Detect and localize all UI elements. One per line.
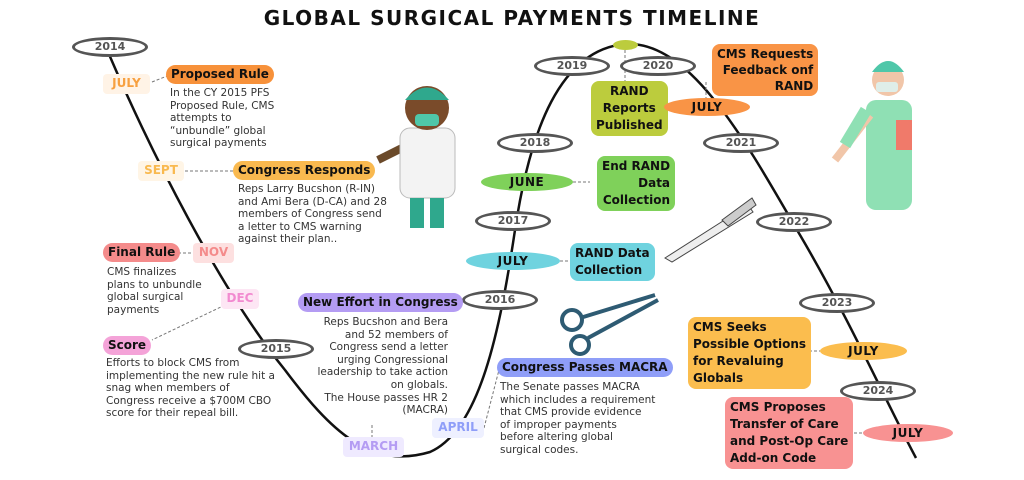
new-effort-heading: New Effort in Congress <box>298 293 463 312</box>
rand-reports-box: RAND Reports Published <box>591 81 668 136</box>
month-sept-2014: SEPT <box>138 161 184 181</box>
year-2016: 2016 <box>462 290 538 310</box>
rand-data-collection-box: RAND Data Collection <box>570 243 655 281</box>
year-2021: 2021 <box>703 133 779 153</box>
year-2017: 2017 <box>475 211 551 231</box>
month-july-2020: JULY <box>664 98 750 116</box>
year-2019: 2019 <box>534 56 610 76</box>
congress-responds-text: Reps Larry Bucshon (R-IN) and Ami Bera (… <box>238 183 387 246</box>
year-2015: 2015 <box>238 339 314 359</box>
hemostat-icon <box>560 293 659 356</box>
month-july-2024: JULY <box>863 424 953 442</box>
year-2014: 2014 <box>72 37 148 57</box>
month-july-2016: JULY <box>466 252 560 270</box>
cms-proposes-box: CMS Proposes Transfer of Care and Post-O… <box>725 397 854 469</box>
score-text: Efforts to block CMS from implementing t… <box>106 357 275 420</box>
proposed-rule-text: In the CY 2015 PFS Proposed Rule, CMS at… <box>170 87 275 150</box>
year-2023: 2023 <box>799 293 875 313</box>
final-rule-heading: Final Rule <box>103 243 181 262</box>
scalpel-icon <box>664 197 757 263</box>
rand-marker <box>613 40 638 50</box>
score-heading: Score <box>103 336 152 355</box>
month-april-2015: APRIL <box>432 418 484 438</box>
surgeon-illustration <box>831 61 912 210</box>
month-nov-2014: NOV <box>193 243 234 263</box>
final-rule-text: CMS finalizes plans to unbundle global s… <box>107 266 202 316</box>
macra-text: The Senate passes MACRA which includes a… <box>500 381 656 456</box>
congress-responds-heading: Congress Responds <box>233 161 376 180</box>
year-2020: 2020 <box>620 56 696 76</box>
month-july-2014: JULY <box>103 74 150 94</box>
month-dec-2014: DEC <box>221 289 259 309</box>
cms-seeks-box: CMS Seeks Possible Options for Revaluing… <box>688 317 812 389</box>
new-effort-text: Reps Bucshon and Bera and 52 members of … <box>317 316 448 417</box>
month-march-2015: MARCH <box>343 437 404 457</box>
doctor-illustration <box>376 86 456 228</box>
year-2018: 2018 <box>497 133 573 153</box>
year-2024: 2024 <box>840 381 916 401</box>
proposed-rule-heading: Proposed Rule <box>166 65 274 84</box>
cms-requests-box: CMS Requests Feedback onf RAND <box>712 44 819 96</box>
macra-heading: Congress Passes MACRA <box>497 358 673 377</box>
year-2022: 2022 <box>756 212 832 232</box>
end-rand-box: End RAND Data Collection <box>597 156 676 211</box>
page-title: GLOBAL SURGICAL PAYMENTS TIMELINE <box>263 6 761 30</box>
month-june-2017: JUNE <box>481 173 573 191</box>
month-july-2023: JULY <box>820 342 907 360</box>
